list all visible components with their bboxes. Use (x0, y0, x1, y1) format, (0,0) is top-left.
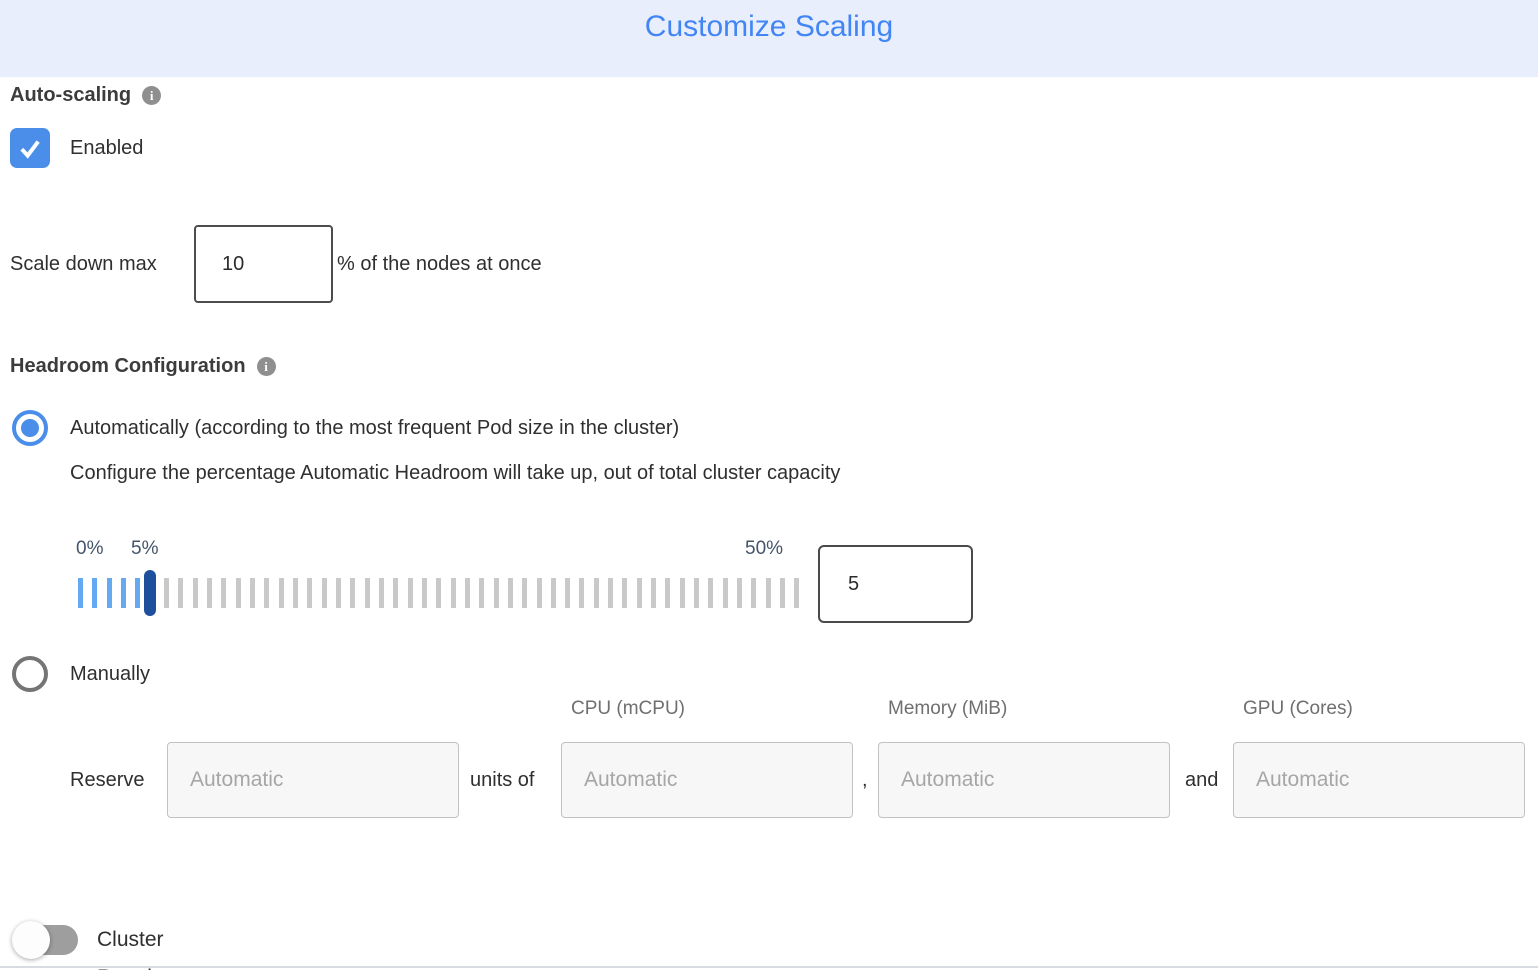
slider-tick[interactable] (565, 578, 571, 608)
slider-tick[interactable] (378, 578, 384, 608)
autoscaling-enabled-checkbox[interactable] (10, 128, 50, 168)
slider-handle[interactable] (143, 570, 156, 616)
slider-tick[interactable] (92, 578, 98, 608)
slider-tick[interactable] (393, 578, 399, 608)
headroom-auto-option-row: Automatically (according to the most fre… (12, 410, 679, 446)
slider-tick[interactable] (206, 578, 212, 608)
slider-tick[interactable] (278, 578, 284, 608)
autoscaling-section-label: Auto-scaling (10, 84, 132, 106)
slider-tick[interactable] (292, 578, 298, 608)
slider-tick[interactable] (464, 578, 470, 608)
slider-tick[interactable] (679, 578, 685, 608)
scale-down-suffix: % of the nodes at once (337, 253, 542, 275)
slider-max-label: 50% (745, 538, 784, 559)
headroom-manual-label[interactable]: Manually (70, 662, 151, 685)
autoscaling-enabled-row: Enabled (10, 128, 143, 168)
slider-tick[interactable] (307, 578, 313, 608)
slider-tick[interactable] (651, 578, 657, 608)
slider-tick[interactable] (636, 578, 642, 608)
reserve-memory-input[interactable] (878, 742, 1170, 818)
slider-tick[interactable] (751, 578, 757, 608)
slider-tick[interactable] (436, 578, 442, 608)
radio-dot (21, 419, 39, 437)
reserve-label: Reserve (70, 769, 145, 791)
headroom-auto-label[interactable]: Automatically (according to the most fre… (70, 416, 680, 439)
slider-tick[interactable] (579, 578, 585, 608)
slider-tick[interactable] (622, 578, 628, 608)
slider-tick[interactable] (722, 578, 728, 608)
toggle-knob[interactable] (12, 921, 50, 959)
slider-tick[interactable] (407, 578, 413, 608)
slider-tick[interactable] (192, 578, 198, 608)
dialog-header: Customize Scaling (0, 0, 1538, 77)
slider-tick[interactable] (163, 578, 169, 608)
slider-tick[interactable] (178, 578, 184, 608)
scale-down-row: Scale down max % of the nodes at once (0, 225, 1538, 303)
slider-tick[interactable] (550, 578, 556, 608)
column-header-cpu: CPU (mCPU) (571, 698, 685, 719)
scale-down-max-input[interactable] (194, 225, 333, 303)
slider-tick[interactable] (536, 578, 542, 608)
dialog-title: Customize Scaling (644, 10, 894, 43)
headroom-manual-option-row: Manually (12, 656, 150, 692)
scale-down-prefix: Scale down max (10, 253, 157, 275)
slider-tick[interactable] (421, 578, 427, 608)
slider-tick[interactable] (120, 578, 126, 608)
slider-tick[interactable] (235, 578, 241, 608)
reserve-gpu-input[interactable] (1233, 742, 1525, 818)
checkmark-icon (16, 134, 44, 162)
reserve-cpu-input[interactable] (561, 742, 853, 818)
slider-tick[interactable] (350, 578, 356, 608)
slider-tick[interactable] (335, 578, 341, 608)
cluster-running-hours-label[interactable]: Cluster Running Hours (97, 928, 175, 970)
headroom-auto-radio[interactable] (12, 410, 48, 446)
slider-tick[interactable] (737, 578, 743, 608)
slider-tick[interactable] (106, 578, 112, 608)
comma-separator: , (862, 769, 868, 791)
units-of-label: units of (470, 769, 535, 791)
slider-tick[interactable] (493, 578, 499, 608)
slider-tick[interactable] (708, 578, 714, 608)
headroom-auto-description: Configure the percentage Automatic Headr… (70, 462, 841, 484)
headroom-manual-radio[interactable] (12, 656, 48, 692)
headroom-section-label: Headroom Configuration (10, 355, 246, 377)
column-header-memory: Memory (MiB) (888, 698, 1008, 719)
slider-tick[interactable] (694, 578, 700, 608)
slider-tick[interactable] (264, 578, 270, 608)
slider-tick[interactable] (450, 578, 456, 608)
slider-tick[interactable] (364, 578, 370, 608)
slider-tick[interactable] (780, 578, 786, 608)
reserve-units-input[interactable] (167, 742, 459, 818)
bottom-divider (0, 966, 1538, 968)
headroom-slider-track[interactable] (78, 570, 800, 616)
slider-tick[interactable] (507, 578, 513, 608)
slider-tick[interactable] (479, 578, 485, 608)
slider-tick[interactable] (78, 578, 83, 608)
autoscaling-info-icon[interactable]: i (142, 86, 162, 105)
column-header-gpu: GPU (Cores) (1243, 698, 1353, 719)
slider-tick[interactable] (608, 578, 614, 608)
headroom-percentage-input[interactable] (818, 545, 973, 623)
reserve-row: Reserve units of , and (0, 742, 1538, 818)
and-label: and (1185, 769, 1219, 791)
slider-tick[interactable] (522, 578, 528, 608)
slider-tick[interactable] (593, 578, 599, 608)
autoscaling-enabled-label[interactable]: Enabled (70, 136, 144, 159)
slider-tick[interactable] (765, 578, 771, 608)
slider-min-label: 0% (76, 538, 104, 559)
slider-tick[interactable] (135, 578, 141, 608)
slider-tick[interactable] (665, 578, 671, 608)
headroom-info-icon[interactable]: i (256, 357, 276, 376)
slider-tick[interactable] (249, 578, 255, 608)
slider-tick[interactable] (794, 578, 800, 608)
slider-current-label: 5% (131, 538, 159, 559)
slider-tick[interactable] (221, 578, 227, 608)
slider-tick[interactable] (321, 578, 327, 608)
